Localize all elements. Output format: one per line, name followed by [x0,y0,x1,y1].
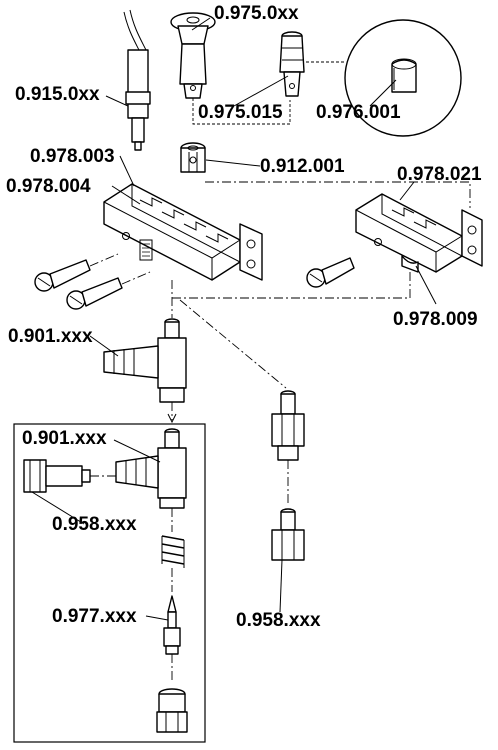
injector-group-outline [192,98,291,125]
bracket-connection-line [205,181,471,208]
mounting-bracket-small [355,193,483,273]
pilot-burner-head-part [170,12,216,99]
label-0901-xxx-upper: 0.901.xxx [8,326,93,347]
spring-part [161,535,185,568]
pilot-injector-part [279,31,305,97]
mounting-bracket-main [103,183,263,281]
label-0978-003: 0.978.003 [30,146,115,167]
label-0978-021: 0.978.021 [397,164,482,185]
compression-fitting-right-lower [271,508,305,561]
thermocouple-electrode-part [123,9,151,151]
label-0901-xxx-lower: 0.901.xxx [22,428,107,449]
assembly-line-diag [179,299,287,389]
label-0958-xxx-lower: 0.958.xxx [52,514,137,535]
arrow-down-icon [167,413,177,424]
leader-lines [31,17,437,621]
cap-nut-part [156,688,188,733]
label-0975-0xx: 0.975.0xx [214,3,299,24]
screw-left-lower [66,277,123,310]
label-0978-009: 0.978.009 [393,309,478,330]
hex-nut-part [180,142,206,173]
label-0915-0xx: 0.915.0xx [15,84,100,105]
label-0975-015: 0.975.015 [198,102,283,123]
label-0958-xxx-right: 0.958.xxx [236,610,321,631]
label-0977-xxx: 0.977.xxx [52,606,137,627]
screw-right [306,257,355,288]
tee-fitting-upper [103,318,187,403]
compression-nut-lower [23,459,91,493]
tee-fitting-lower [115,428,187,509]
label-0976-001: 0.976.001 [316,102,401,123]
assembly-line-screws [89,253,151,285]
detail-circle [344,19,462,137]
assembly-line-right [172,272,411,299]
screw-left-upper [34,259,91,292]
kit-box-outline [13,423,206,743]
label-0912-001: 0.912.001 [260,156,345,177]
label-0978-004: 0.978.004 [6,176,91,197]
needle-valve-part [163,595,181,655]
compression-fitting-right-upper [271,390,305,461]
